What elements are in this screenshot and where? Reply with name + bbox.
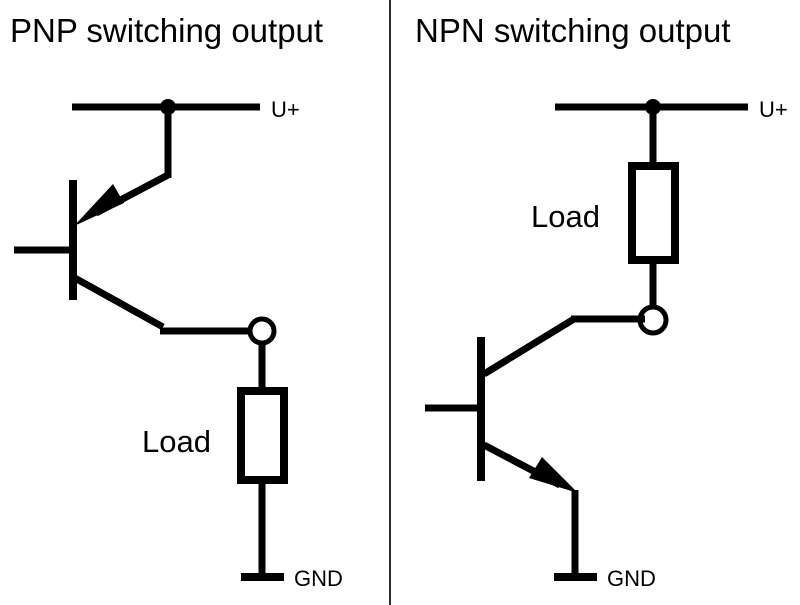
npn-emitter-arrow-icon bbox=[529, 457, 578, 493]
pnp-emitter-arrow-icon bbox=[74, 184, 124, 226]
npn-supply-label: U+ bbox=[759, 97, 788, 122]
npn-panel-title: NPN switching output bbox=[415, 12, 730, 49]
pnp-collector-diagonal-wire bbox=[71, 273, 165, 331]
pnp-supply-label: U+ bbox=[271, 97, 300, 122]
pnp-load-resistor bbox=[237, 387, 288, 484]
npn-ground-label: GND bbox=[607, 566, 656, 591]
pnp-output-terminal-node[interactable] bbox=[247, 316, 277, 346]
pnp-load-label: Load bbox=[142, 424, 211, 459]
pnp-ground-label: GND bbox=[294, 566, 343, 591]
npn-load-resistor bbox=[628, 162, 679, 264]
npn-load-label: Load bbox=[531, 199, 600, 234]
pnp-panel-title: PNP switching output bbox=[10, 12, 323, 49]
npn-collector-diagonal-wire bbox=[482, 316, 576, 377]
